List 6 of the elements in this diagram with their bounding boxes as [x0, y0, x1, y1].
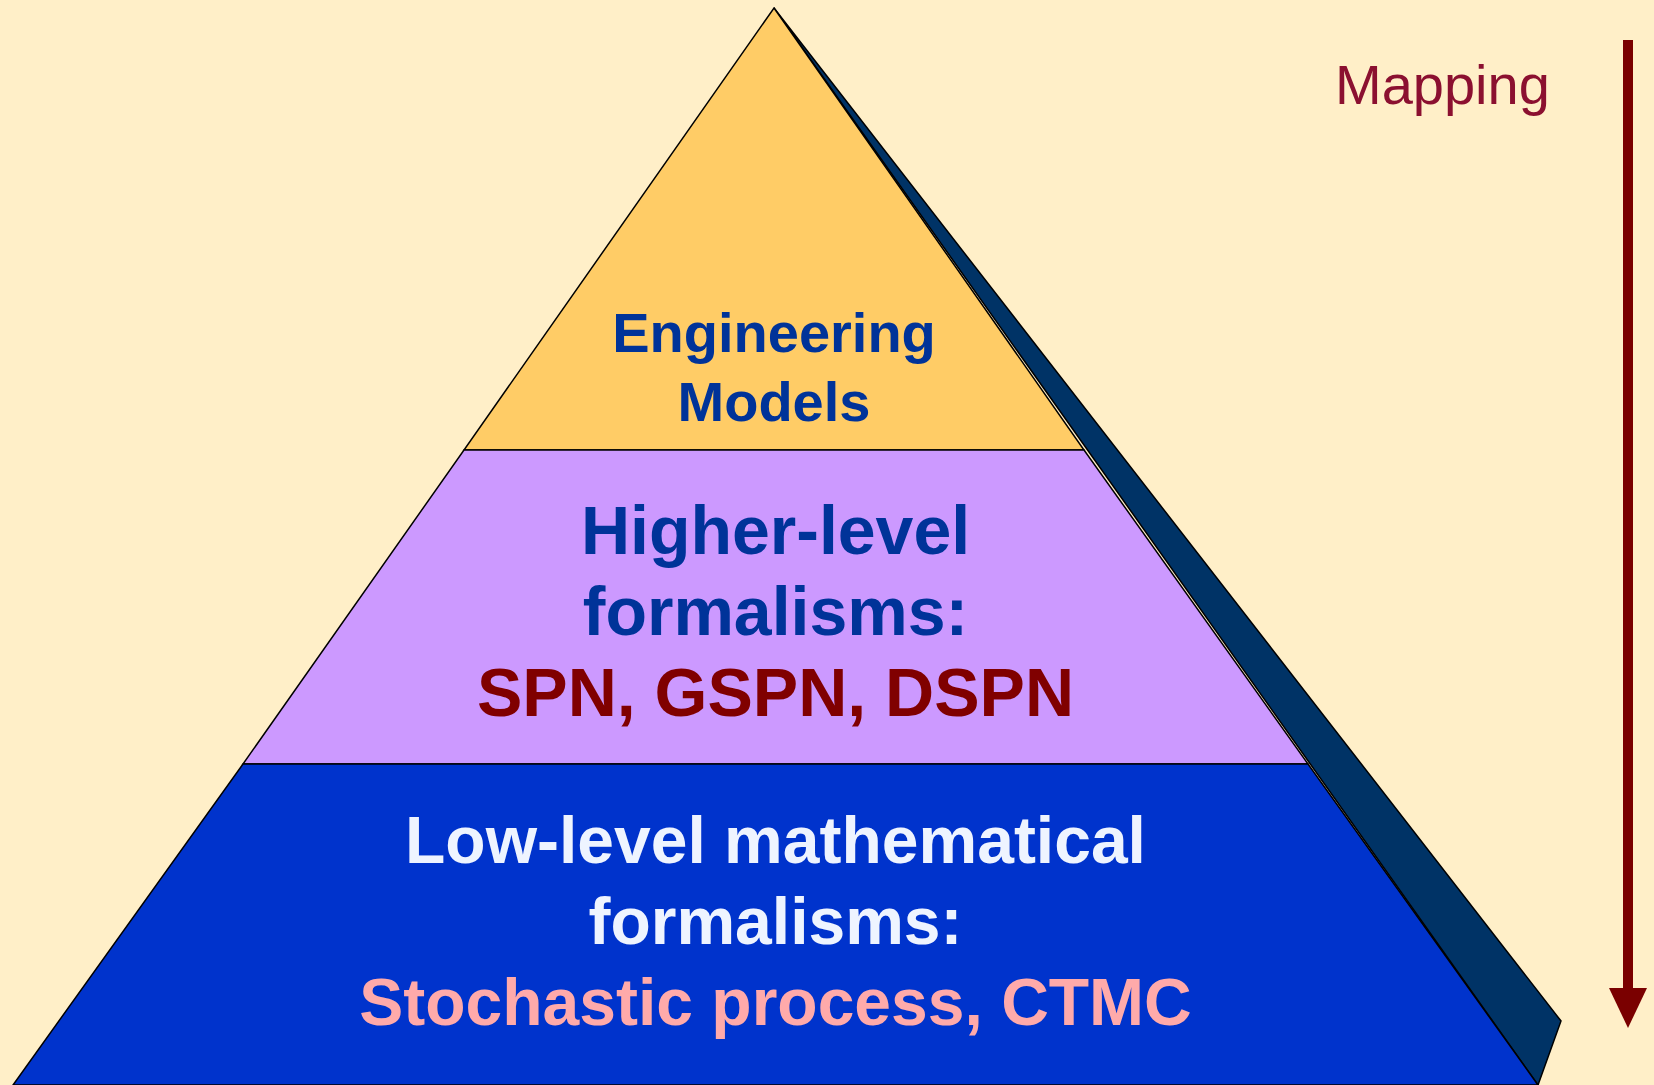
tier-heading: Higher-level formalisms:	[579, 491, 972, 651]
tier-examples: Stochastic process, CTMC	[359, 964, 1192, 1041]
axis-label: Mapping	[1335, 52, 1550, 117]
tier-heading: Engineering Models	[611, 300, 937, 435]
tier-heading: Low-level mathematical formalisms:	[404, 802, 1147, 960]
tier-examples: SPN, GSPN, DSPN	[477, 653, 1074, 732]
